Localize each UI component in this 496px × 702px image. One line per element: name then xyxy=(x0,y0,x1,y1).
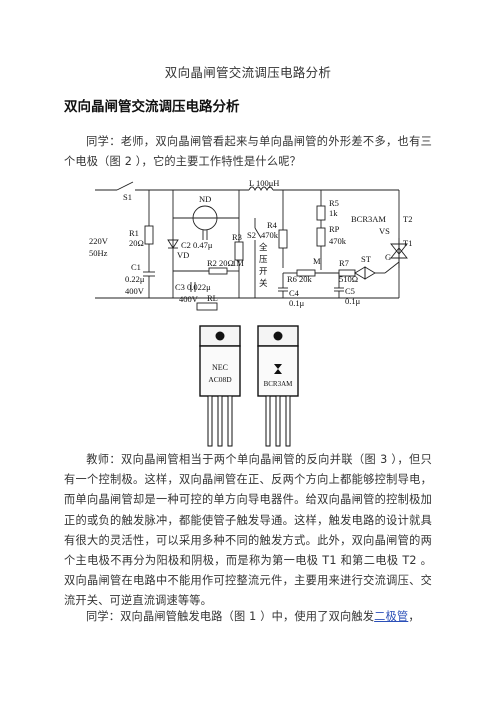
label-bcr: BCR3AM xyxy=(351,214,386,224)
label-nd: ND xyxy=(199,194,211,204)
label-r4: R4 xyxy=(267,220,278,230)
page-title: 双向晶闸管交流调压电路分析 xyxy=(164,65,332,80)
label-s1: S1 xyxy=(123,192,132,202)
label-r1v: 20Ω xyxy=(129,238,144,248)
label-m: M xyxy=(313,256,321,266)
package-right: BCR3AM xyxy=(257,325,299,447)
label-c4v: 0.1μ xyxy=(289,298,305,308)
label-r2: R2 20Ω xyxy=(207,258,234,268)
label-vs: VS xyxy=(379,226,390,236)
label-c5v: 0.1μ xyxy=(345,296,361,306)
label-r3v: 1M xyxy=(232,258,244,268)
circuit-diagram: S1 L 100μH ND R1 20Ω 220V 50Hz C1 0.22μ … xyxy=(89,178,412,311)
label-r7: R7 xyxy=(339,258,349,268)
label-l: L 100μH xyxy=(249,178,279,188)
package-photos: NEC AC08D BCR3AM xyxy=(199,325,299,447)
paragraph-3-text: 同学：双向晶闸管触发电路（图 1 ）中，使用了双向触发 xyxy=(86,610,375,623)
label-g: G xyxy=(385,252,391,262)
paragraph-1-text: 同学：老师，双向晶闸管看起来与单向晶闸管的外形差不多，也有三个电极（图 2 ），… xyxy=(64,135,432,169)
package-left-label2: AC08D xyxy=(208,375,232,384)
label-c1: C1 xyxy=(131,262,141,272)
label-c2: C2 0.47μ xyxy=(181,240,213,250)
label-r7v: 510Ω xyxy=(339,274,358,284)
label-t2: T2 xyxy=(403,214,412,224)
label-r6: R6 20k xyxy=(287,274,313,284)
label-220v: 220V xyxy=(89,236,109,246)
label-rp: RP xyxy=(329,224,340,234)
paragraph-3: 同学：双向晶闸管触发电路（图 1 ）中，使用了双向触发二极管， xyxy=(64,607,432,627)
paragraph-2: 教师：双向晶闸管相当于两个单向晶闸管的反向并联（图 3 ），但只有一个控制极。这… xyxy=(64,450,432,612)
label-sw3: 开 xyxy=(259,266,268,276)
label-r5v: 1k xyxy=(329,208,338,218)
label-c1v: 0.22μ xyxy=(125,274,145,284)
label-rpv: 470k xyxy=(329,236,347,246)
label-c3: C3 0.022μ xyxy=(175,282,211,292)
label-st: ST xyxy=(361,254,372,264)
section-heading: 双向晶闸管交流调压电路分析 xyxy=(64,99,240,115)
label-c1v2: 400V xyxy=(125,286,145,296)
package-left: NEC AC08D xyxy=(199,325,241,447)
label-sw2: 压 xyxy=(259,254,268,264)
label-s2: S2 xyxy=(247,230,256,240)
label-sw4: 关 xyxy=(259,278,268,288)
triac-symbol-icon xyxy=(274,364,282,374)
label-c5: C5 xyxy=(345,286,355,296)
paragraph-3-tail: ， xyxy=(408,610,420,623)
paragraph-1: 同学：老师，双向晶闸管看起来与单向晶闸管的外形差不多，也有三个电极（图 2 ），… xyxy=(64,132,432,172)
paragraph-2-text: 教师：双向晶闸管相当于两个单向晶闸管的反向并联（图 3 ），但只有一个控制极。这… xyxy=(64,453,432,608)
label-c4: C4 xyxy=(289,288,300,298)
label-rl: RL xyxy=(207,293,218,303)
label-t1: T1 xyxy=(403,238,412,248)
label-r4v: 470k xyxy=(261,230,279,240)
label-50hz: 50Hz xyxy=(89,248,108,258)
label-r1: R1 xyxy=(129,228,139,238)
label-r3: R3 xyxy=(232,232,242,242)
diode-link[interactable]: 二极管 xyxy=(374,610,409,623)
label-vd: VD xyxy=(177,250,189,260)
package-left-label1: NEC xyxy=(212,363,228,372)
label-r5: R5 xyxy=(329,198,339,208)
package-right-label: BCR3AM xyxy=(264,380,294,388)
label-c3v: 400V xyxy=(179,294,199,304)
label-sw1: 全 xyxy=(259,242,268,252)
